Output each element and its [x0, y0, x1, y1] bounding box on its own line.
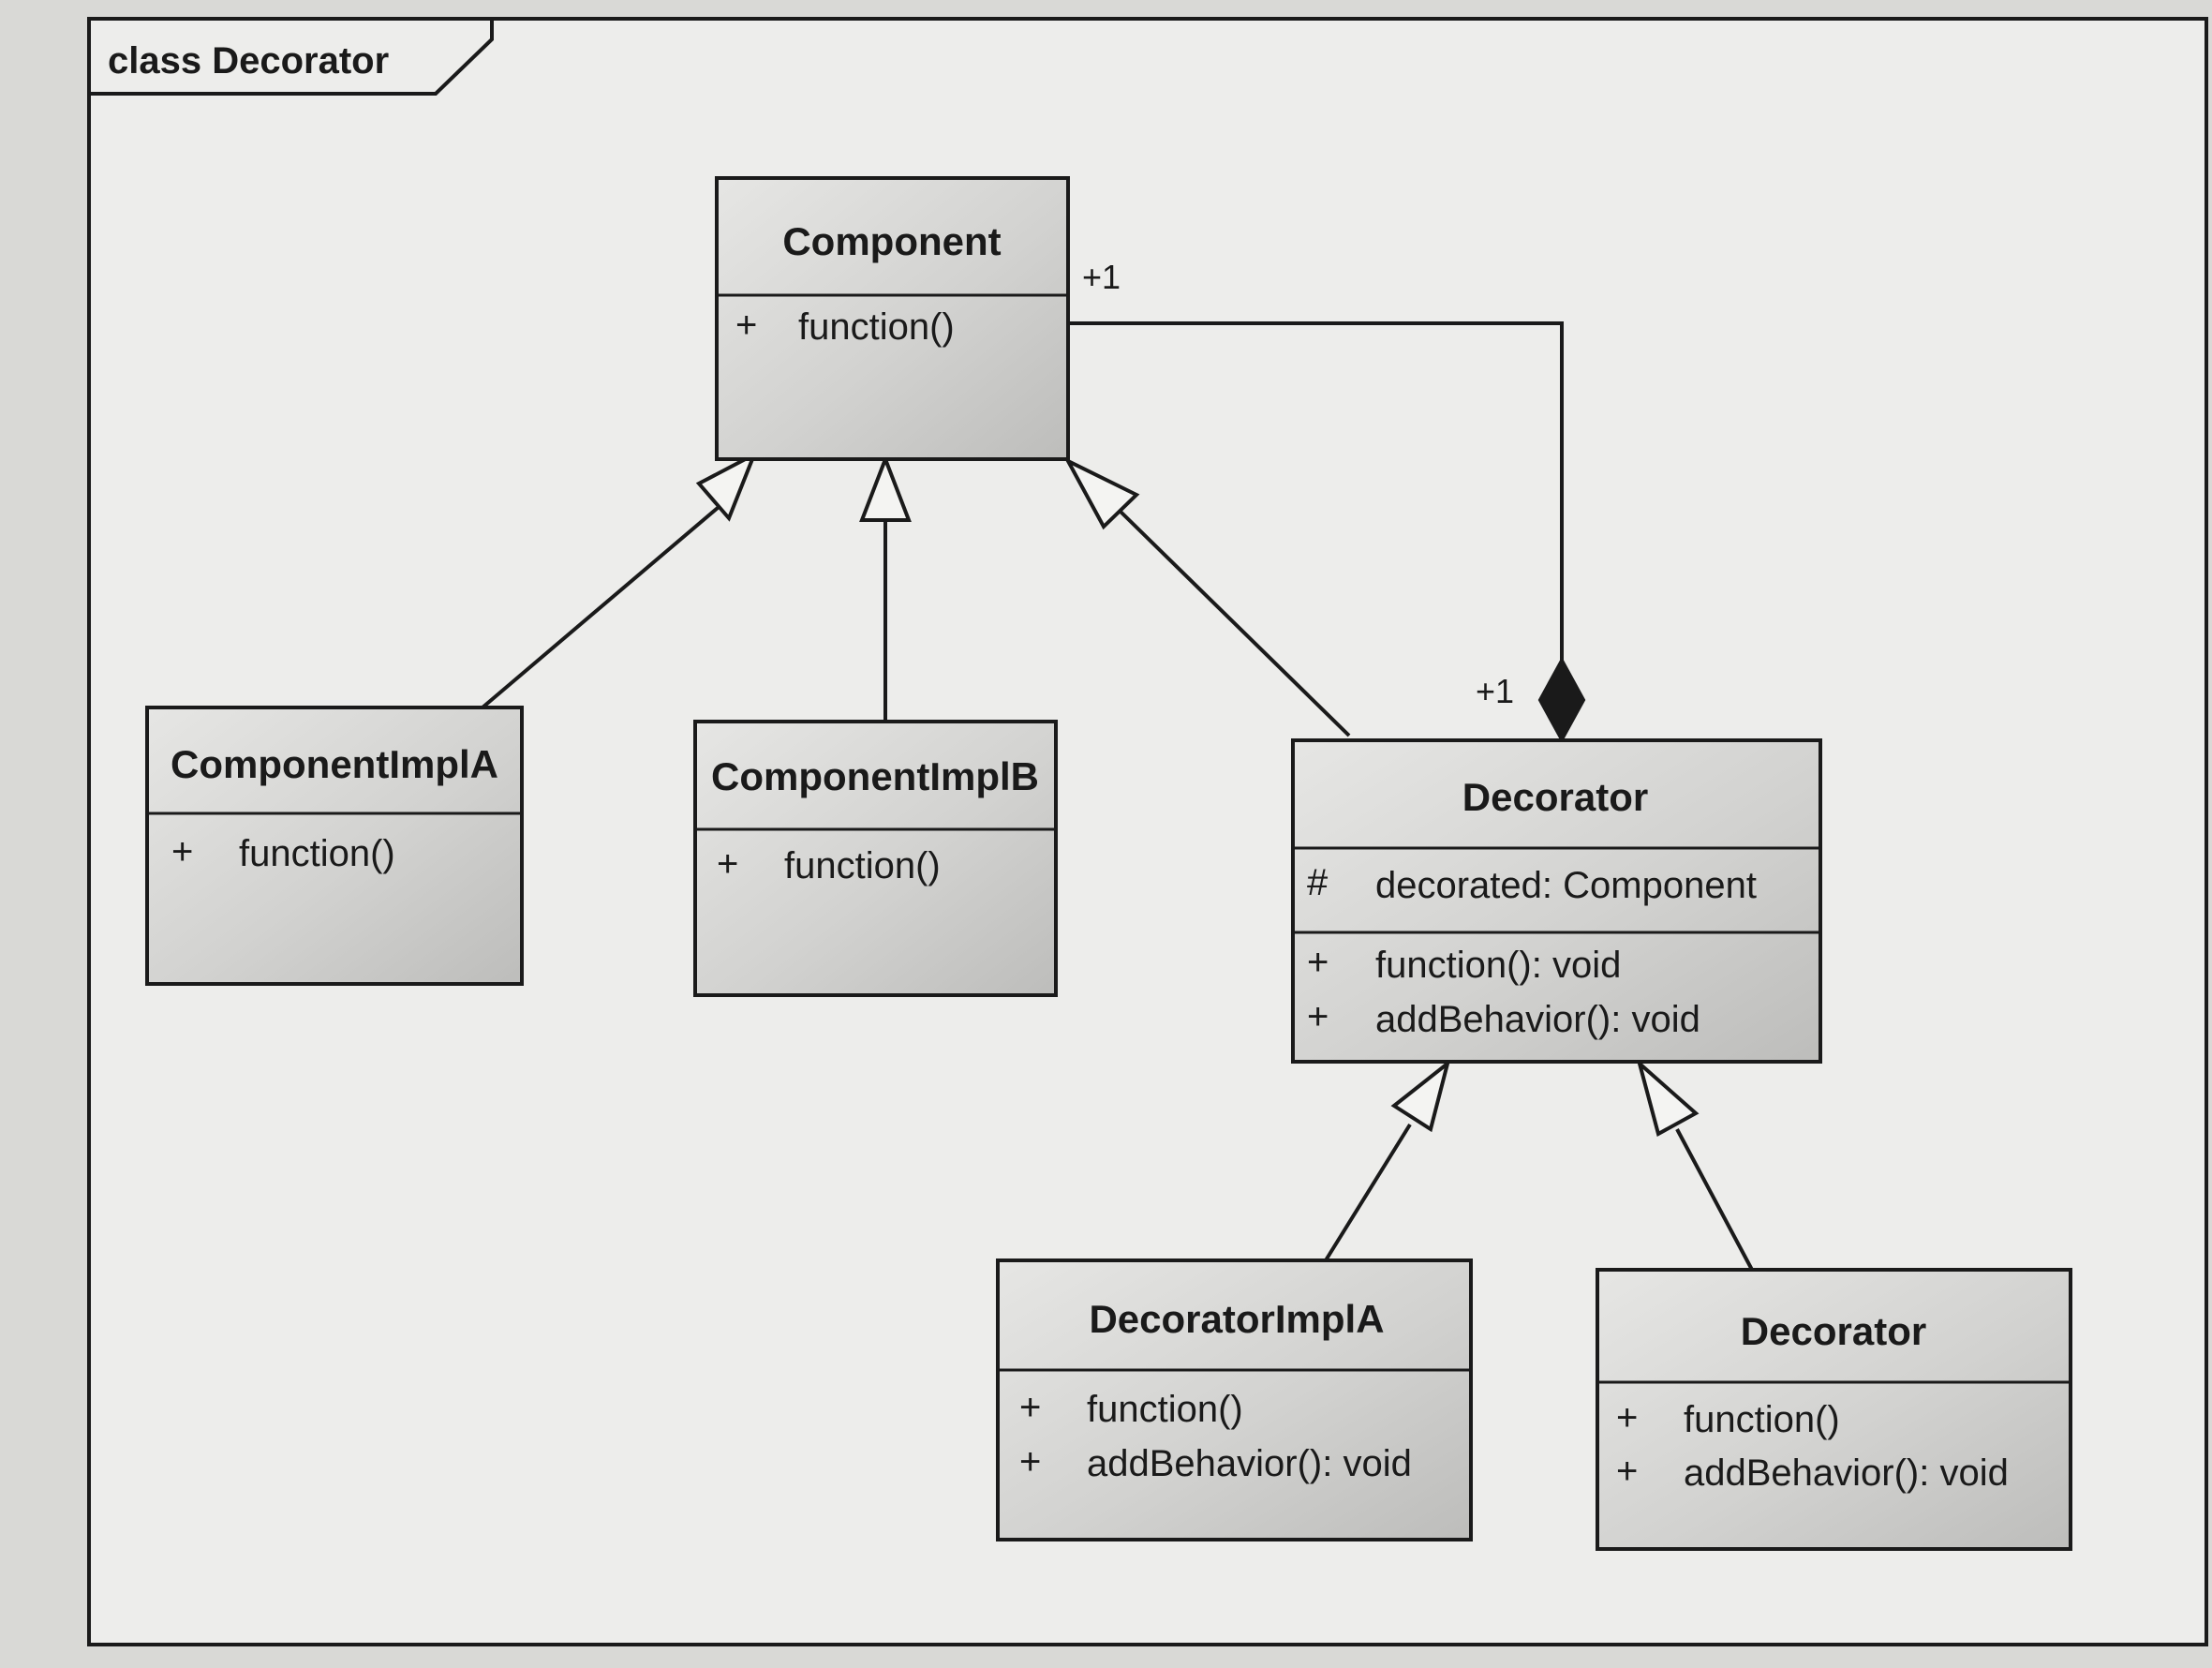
class-component-impl-b-method-1-visibility: + [717, 843, 738, 885]
class-decorator-method-2: addBehavior(): void [1375, 999, 1700, 1040]
class-decorator-impl-a-method-2-visibility: + [1019, 1441, 1041, 1482]
class-decorator-sub-method-2-visibility: + [1616, 1451, 1638, 1492]
generalization-impl-a-arrowhead [695, 450, 758, 522]
class-decorator-impl-a-method-2: addBehavior(): void [1087, 1443, 1412, 1484]
class-decorator-attribute-1: decorated: Component [1375, 865, 1757, 906]
class-decorator-sub[interactable]: Decorator + function() + addBehavior(): … [1596, 1268, 2072, 1551]
class-decorator-sub-method-1: function() [1684, 1399, 1840, 1440]
class-decorator-sub-name: Decorator [1741, 1309, 1926, 1353]
class-component-impl-b-method-1: function() [784, 845, 941, 886]
generalization-impl-a-line [481, 500, 726, 709]
class-component-impl-b-name: ComponentImplB [711, 754, 1039, 798]
generalization-decorator-line [1118, 509, 1351, 737]
generalization-decorator-sub-arrowhead [1636, 1058, 1700, 1137]
generalization-decorator-impl-a-arrowhead [1390, 1058, 1451, 1133]
class-decorator-impl-a-name: DecoratorImplA [1089, 1297, 1384, 1341]
class-component-impl-a[interactable]: ComponentImplA + function() [145, 706, 524, 986]
class-decorator-sub-method-1-visibility: + [1616, 1397, 1638, 1438]
class-decorator-impl-a[interactable]: DecoratorImplA + function() + addBehavio… [996, 1258, 1473, 1541]
generalization-decorator-arrowhead [1063, 456, 1140, 530]
multiplicity-component-end: +1 [1082, 258, 1121, 296]
class-decorator-sub-method-2: addBehavior(): void [1684, 1452, 2009, 1494]
class-decorator-impl-a-method-1-visibility: + [1019, 1387, 1041, 1428]
class-decorator-method-1: function(): void [1375, 945, 1621, 986]
generalization-decorator-impl-a-line [1324, 1123, 1412, 1262]
class-decorator-attribute-1-visibility: # [1307, 862, 1329, 903]
multiplicity-decorator-end: +1 [1476, 672, 1514, 710]
class-component-method-1-visibility: + [735, 305, 757, 346]
frame-title: class Decorator [108, 40, 389, 82]
class-component[interactable]: Component + function() [715, 176, 1070, 461]
class-decorator-name: Decorator [1462, 775, 1648, 819]
generalization-decorator-sub-line [1675, 1128, 1754, 1271]
class-component-impl-a-name: ComponentImplA [171, 742, 498, 786]
class-decorator-method-2-visibility: + [1307, 996, 1329, 1037]
class-decorator-impl-a-method-1: function() [1087, 1389, 1243, 1430]
class-component-method-1: function() [798, 306, 955, 348]
generalization-impl-b-arrowhead [859, 454, 912, 522]
class-component-name: Component [782, 219, 1001, 263]
class-component-impl-a-method-1: function() [239, 833, 395, 874]
class-decorator[interactable]: Decorator # decorated: Component + funct… [1291, 738, 1822, 1064]
class-component-impl-a-method-1-visibility: + [171, 831, 193, 872]
connectors [481, 321, 1754, 1271]
class-component-impl-b[interactable]: ComponentImplB + function() [693, 720, 1058, 997]
composition-line [1068, 321, 1564, 661]
class-decorator-method-1-visibility: + [1307, 942, 1329, 983]
